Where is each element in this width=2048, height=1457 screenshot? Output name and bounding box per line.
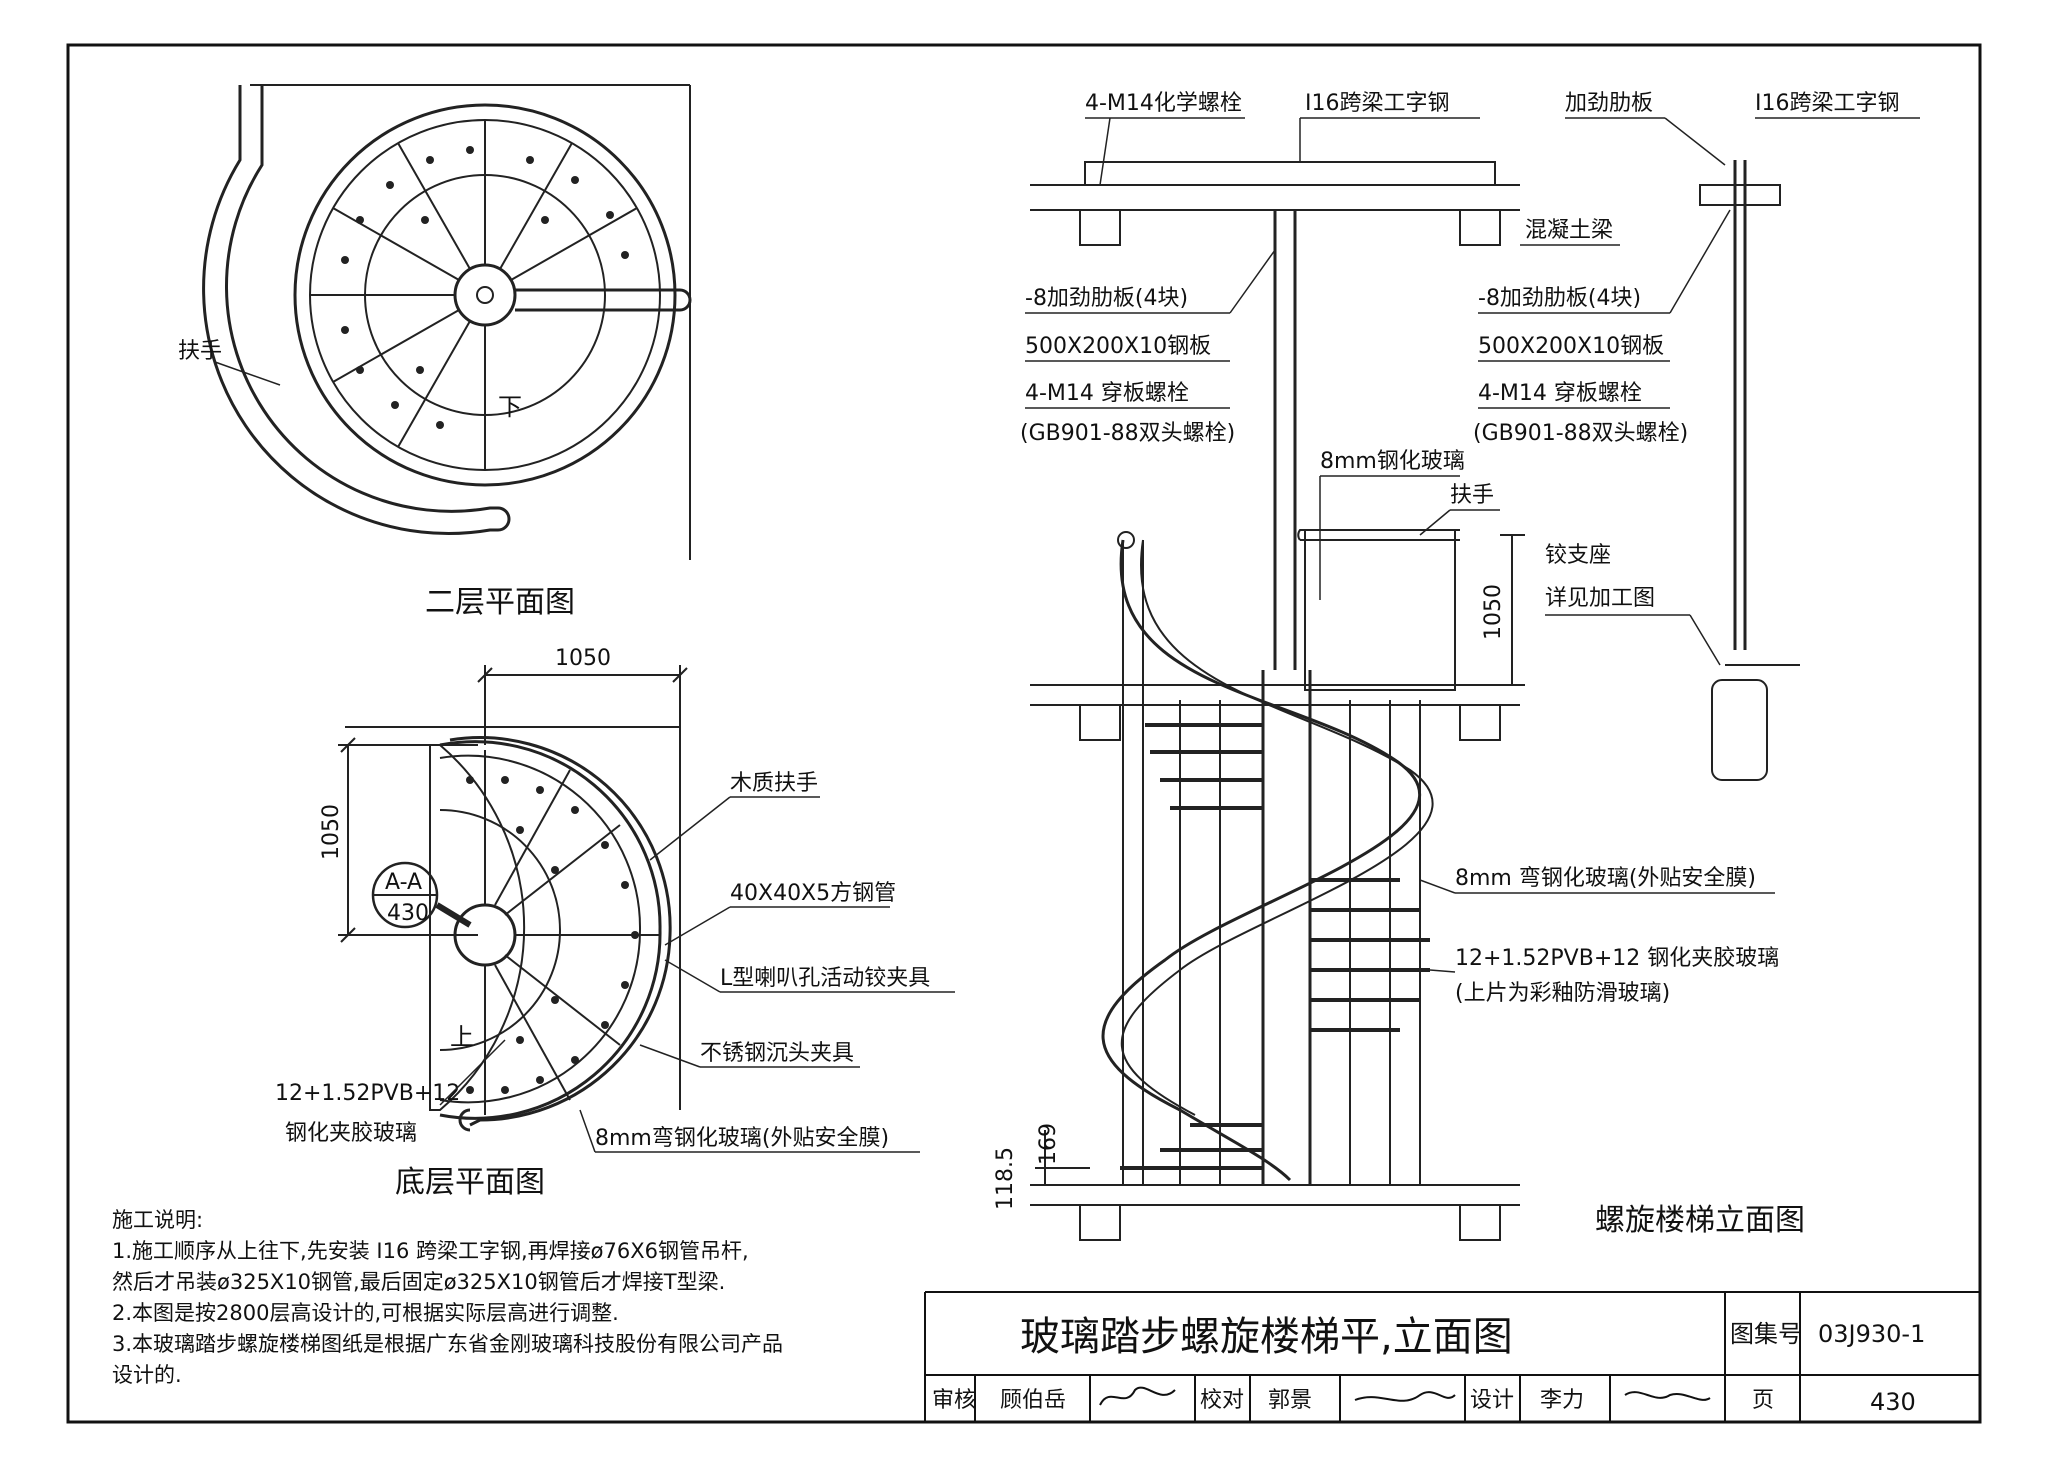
- ground-floor-plan-title: 底层平面图: [395, 1165, 545, 1200]
- top-glass-label: (上片为彩釉防滑玻璃): [1455, 981, 1670, 1006]
- section-mark-bottom: 430: [387, 901, 429, 926]
- construction-notes: 施工说明: 1.施工顺序从上往下,先安装 I16 跨梁工字钢,再焊接ø76X6钢…: [112, 1205, 932, 1391]
- laminated-label-3: 12+1.52PVB+12 钢化夹胶玻璃: [1455, 946, 1779, 971]
- tempered8-label: 8mm钢化玻璃: [1320, 449, 1465, 474]
- note-1b: 然后才吊装ø325X10钢管,最后固定ø325X10钢管后才焊接T型梁.: [112, 1270, 726, 1294]
- reviewer-name: 顾伯岳: [1000, 1388, 1066, 1413]
- note-1a: 1.施工顺序从上往下,先安装 I16 跨梁工字钢,再焊接ø76X6钢管吊杆,: [112, 1239, 749, 1263]
- ground-floor-plan: [338, 665, 688, 1132]
- sheet-title: 玻璃踏步螺旋楼梯平,立面图: [1020, 1314, 1513, 1360]
- notes-title: 施工说明:: [112, 1208, 204, 1232]
- hinge-label-1: 铰支座: [1545, 543, 1611, 568]
- atlas-number: 03J930-1: [1818, 1320, 1925, 1348]
- hinge-label-2: 详见加工图: [1545, 586, 1655, 611]
- stiffener8-label-2: -8加劲肋板(4块): [1478, 286, 1641, 311]
- laminated-label-1: 12+1.52PVB+12: [275, 1081, 460, 1106]
- through-bolt-label-1: 4-M14 穿板螺栓: [1025, 381, 1189, 406]
- square-tube-label: 40X40X5方钢管: [730, 881, 896, 906]
- checker-name: 郭景: [1268, 1388, 1312, 1413]
- second-floor-plan-title: 二层平面图: [425, 585, 575, 620]
- i16-beam-label-1: I16跨梁工字钢: [1305, 91, 1449, 116]
- chem-bolt-label: 4-M14化学螺栓: [1085, 91, 1242, 116]
- note-3a: 3.本玻璃踏步螺旋楼梯图纸是根据广东省金刚玻璃科技股份有限公司产品: [112, 1332, 784, 1356]
- elevation-drawing: [1030, 160, 1800, 1241]
- second-floor-plan: [202, 84, 692, 560]
- down-label: 下: [498, 393, 522, 421]
- steel-plate-label-1: 500X200X10钢板: [1025, 334, 1211, 359]
- review-label: 审核: [932, 1388, 976, 1413]
- steel-plate-label-2: 500X200X10钢板: [1478, 334, 1664, 359]
- handrail-label-2: 扶手: [1450, 483, 1494, 508]
- note-3b: 设计的.: [112, 1363, 182, 1387]
- handrail-label-1: 扶手: [178, 339, 222, 364]
- curved-glass-label: 8mm弯钢化玻璃(外贴安全膜): [595, 1126, 889, 1151]
- gb-bolt-label-2: (GB901-88双头螺栓): [1473, 421, 1688, 446]
- laminated-label-2: 钢化夹胶玻璃: [285, 1121, 417, 1146]
- dim-1050-horizontal: 1050: [555, 646, 611, 671]
- title-block: [924, 1291, 1980, 1422]
- stiffener8-label-1: -8加劲肋板(4块): [1025, 286, 1188, 311]
- through-bolt-label-2: 4-M14 穿板螺栓: [1478, 381, 1642, 406]
- designer-name: 李力: [1540, 1388, 1584, 1413]
- stiffener-label: 加劲肋板: [1565, 91, 1653, 116]
- l-clamp-label: L型喇叭孔活动铰夹具: [720, 966, 930, 991]
- check-label: 校对: [1200, 1388, 1244, 1413]
- curved-glass-label-2: 8mm 弯钢化玻璃(外贴安全膜): [1455, 866, 1756, 891]
- dim-1185: 118.5: [993, 1147, 1018, 1210]
- page-label: 页: [1752, 1388, 1774, 1413]
- dim-1050-elevation: 1050: [1481, 584, 1506, 640]
- up-label: 上: [450, 1023, 474, 1051]
- design-label: 设计: [1470, 1388, 1514, 1413]
- wood-handrail-label: 木质扶手: [730, 771, 818, 796]
- i16-beam-label-2: I16跨梁工字钢: [1755, 91, 1899, 116]
- section-mark-top: A-A: [385, 870, 422, 895]
- page-number: 430: [1870, 1388, 1916, 1416]
- atlas-label: 图集号: [1730, 1320, 1802, 1348]
- concrete-beam-label: 混凝土梁: [1525, 218, 1613, 243]
- ss-clamp-label: 不锈钢沉头夹具: [700, 1041, 854, 1066]
- sheet-border: [66, 43, 1982, 1424]
- note-2: 2.本图是按2800层高设计的,可根据实际层高进行调整.: [112, 1301, 619, 1325]
- elevation-title: 螺旋楼梯立面图: [1595, 1203, 1805, 1238]
- dim-1050-vertical: 1050: [319, 804, 344, 860]
- dim-169: 169: [1036, 1123, 1061, 1165]
- gb-bolt-label-1: (GB901-88双头螺栓): [1020, 421, 1235, 446]
